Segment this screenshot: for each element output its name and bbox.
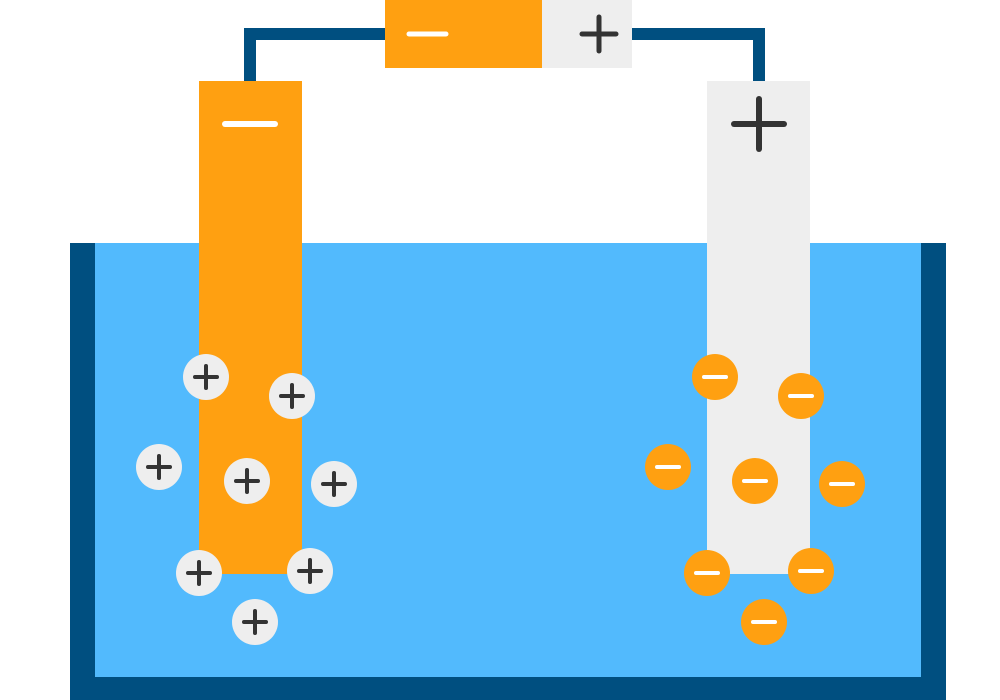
electrode-plus-sign <box>731 96 787 152</box>
anion <box>692 354 738 400</box>
anion <box>778 373 824 419</box>
anion <box>741 599 787 645</box>
anion <box>819 461 865 507</box>
anion <box>645 444 691 490</box>
anions <box>645 354 865 645</box>
cation <box>224 458 270 504</box>
wire <box>244 28 765 82</box>
anion <box>732 458 778 504</box>
anion <box>684 550 730 596</box>
cations <box>136 354 357 645</box>
cation <box>232 599 278 645</box>
battery <box>385 0 632 68</box>
cation <box>287 548 333 594</box>
battery-plus-sign <box>579 14 619 54</box>
cation <box>311 461 357 507</box>
cation <box>136 444 182 490</box>
wire-right <box>630 28 765 82</box>
cation <box>269 373 315 419</box>
cation <box>176 550 222 596</box>
anion <box>788 548 834 594</box>
cation <box>183 354 229 400</box>
wire-left <box>244 28 386 82</box>
